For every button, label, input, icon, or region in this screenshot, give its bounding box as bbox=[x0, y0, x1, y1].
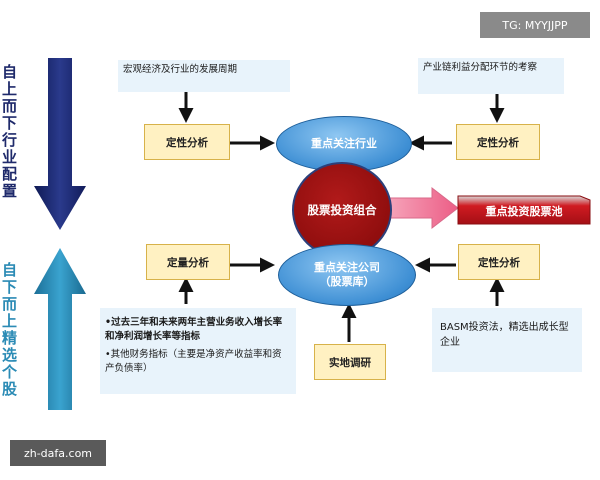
bottom-right-box: BASM投资法，精选出成长型企业 bbox=[432, 308, 582, 372]
qualitative-left-top-box: 定性分析 bbox=[144, 124, 230, 160]
quantitative-box: 定量分析 bbox=[146, 244, 230, 280]
down-arrow bbox=[34, 58, 86, 230]
top-down-label: 自 上 而 下 行 业 配 置 bbox=[2, 63, 18, 200]
top-left-box: 宏观经济及行业的发展周期 bbox=[118, 60, 290, 92]
top-right-box: 产业链利益分配环节的考察 bbox=[418, 58, 564, 94]
focus-company-ellipse: 重点关注公司 （股票库） bbox=[278, 244, 416, 306]
portfolio-circle: 股票投资组合 bbox=[292, 162, 392, 258]
bottom-left-box: •过去三年和未来两年主营业务收入增长率和净利润增长率等指标 •其他财务指标（主要… bbox=[100, 308, 296, 394]
field-research-box: 实地调研 bbox=[314, 344, 386, 380]
pink-arrow bbox=[385, 186, 459, 230]
up-arrow bbox=[34, 248, 86, 410]
stock-pool-bar bbox=[457, 195, 591, 225]
watermark-top: TG: MYYJJPP bbox=[480, 12, 590, 38]
stock-pool-label: 重点投资股票池 bbox=[485, 205, 563, 218]
bottom-up-label: 自 下 而 上 精 选 个 股 bbox=[2, 261, 18, 398]
qualitative-right-bottom-box: 定性分析 bbox=[458, 244, 540, 280]
watermark-bottom: zh-dafa.com bbox=[10, 440, 106, 466]
qualitative-right-top-box: 定性分析 bbox=[456, 124, 540, 160]
left-arrows bbox=[34, 58, 86, 410]
